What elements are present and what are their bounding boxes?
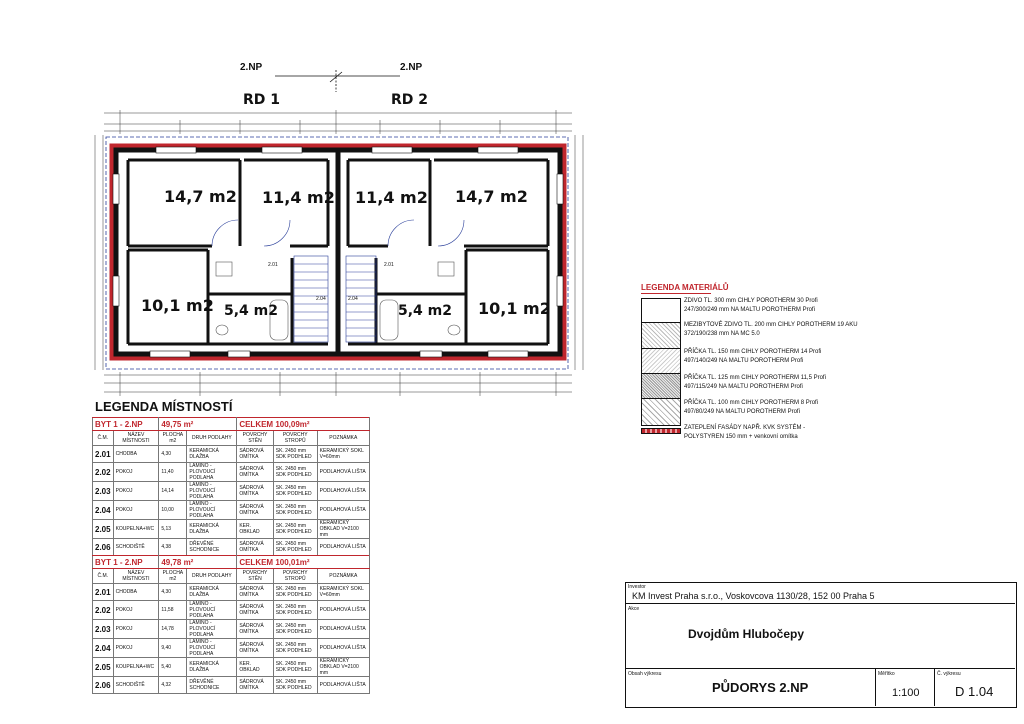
title-block [625,582,1017,708]
windows [112,146,564,358]
room-tag: 2.01 [268,262,278,268]
action-label: Akce [628,606,640,612]
table-area: 49,78 m² [158,555,238,569]
legend-materials-title: LEGENDA MATERIÁLŮ [641,283,729,292]
scale-value: 1:100 [892,687,920,699]
legend-rooms-title: LEGENDA MÍSTNOSTÍ [95,399,233,414]
dimension-lines [94,112,584,393]
investor-value: KM Invest Praha s.r.o., Voskovcova 1130/… [632,591,875,601]
number-value: D 1.04 [955,684,994,699]
scale-label: Měřítko [878,671,895,677]
legend-material-item: MEZIBYTOVÉ ZDIVO TL. 200 mm CIHLY POROTH… [684,322,858,337]
legend-material-item: PŘÍČKA TL. 150 mm CIHLY POROTHERM 14 Pro… [684,349,822,364]
unit-label-right: RD 2 [391,92,429,108]
table-title: BYT 1 - 2.NP [91,555,160,569]
room-table-1: BYT 1 - 2.NP 49,75 m² CELKEM 100,09m² Č.… [91,417,371,556]
staircase [293,255,377,343]
room-tag: 2.04 [316,296,326,302]
unit-label-left: RD 1 [243,92,281,108]
investor-label: Investor [628,584,646,590]
dimension-ticks [119,110,557,396]
swatch-partition-100 [641,398,681,426]
content-label: Obsah výkresu [628,671,662,677]
table-area: 49,75 m² [158,417,238,431]
legend-material-item: PŘÍČKA TL. 100 mm CIHLY POROTHERM 8 Prof… [684,400,819,415]
area-room-2-02-right: 11,4 m2 [355,188,428,207]
table-header: BYT 1 - 2.NP 49,78 m² CELKEM 100,01m² [91,555,370,569]
room-tag: 2.01 [384,262,394,268]
scale-cell [875,668,935,706]
roof-outline [105,136,569,370]
legend-title-underline [641,293,711,294]
bathroom-fixtures [215,261,461,341]
facade-insulation [109,143,567,361]
interior-walls [126,158,550,346]
title-block-row-action [625,603,1015,669]
floor-label-left: 2.NP [240,62,263,73]
door-swings [211,219,465,247]
table-title: BYT 1 - 2.NP [91,417,160,431]
area-room-2-03-left: 14,7 m2 [164,187,237,206]
area-room-2-04-left: 10,1 m2 [141,296,214,315]
swatch-insulation [641,428,681,434]
title-block-row-investor [625,582,1015,604]
area-room-2-03-right: 14,7 m2 [455,187,528,206]
legend-material-item: ZDIVO TL. 300 mm CIHLY POROTHERM 30 Prof… [684,298,818,313]
table-total: CELKEM 100,09m² [236,417,370,431]
area-room-2-04-right: 10,1 m2 [478,299,551,318]
area-bathroom-left: 5,4 m2 [224,303,279,319]
content-value: PŮDORYS 2.NP [712,680,809,695]
swatch-partition-125 [641,373,681,401]
area-room-2-02-left: 11,4 m2 [262,188,335,207]
swatch-partition-150 [641,348,681,376]
swatch-brick-200 [641,322,681,350]
room-table-2: BYT 1 - 2.NP 49,78 m² CELKEM 100,01m² Č.… [91,555,371,694]
table-total: CELKEM 100,01m² [236,555,370,569]
number-label: Č. výkresu [937,671,961,677]
room-tag: 2.04 [348,296,358,302]
table-header: BYT 1 - 2.NP 49,75 m² CELKEM 100,09m² [91,417,370,431]
floor-label-right: 2.NP [400,62,423,73]
legend-material-item: ZATEPLENÍ FASÁDY NAPŘ. KVK SYSTÉM -POLYS… [684,425,806,440]
section-cut-symbol [275,70,400,92]
area-bathroom-right: 5,4 m2 [398,303,453,319]
action-value: Dvojdům Hlubočepy [688,627,805,641]
legend-material-item: PŘÍČKA TL. 125 mm CIHLY POROTHERM 11,5 P… [684,375,826,390]
